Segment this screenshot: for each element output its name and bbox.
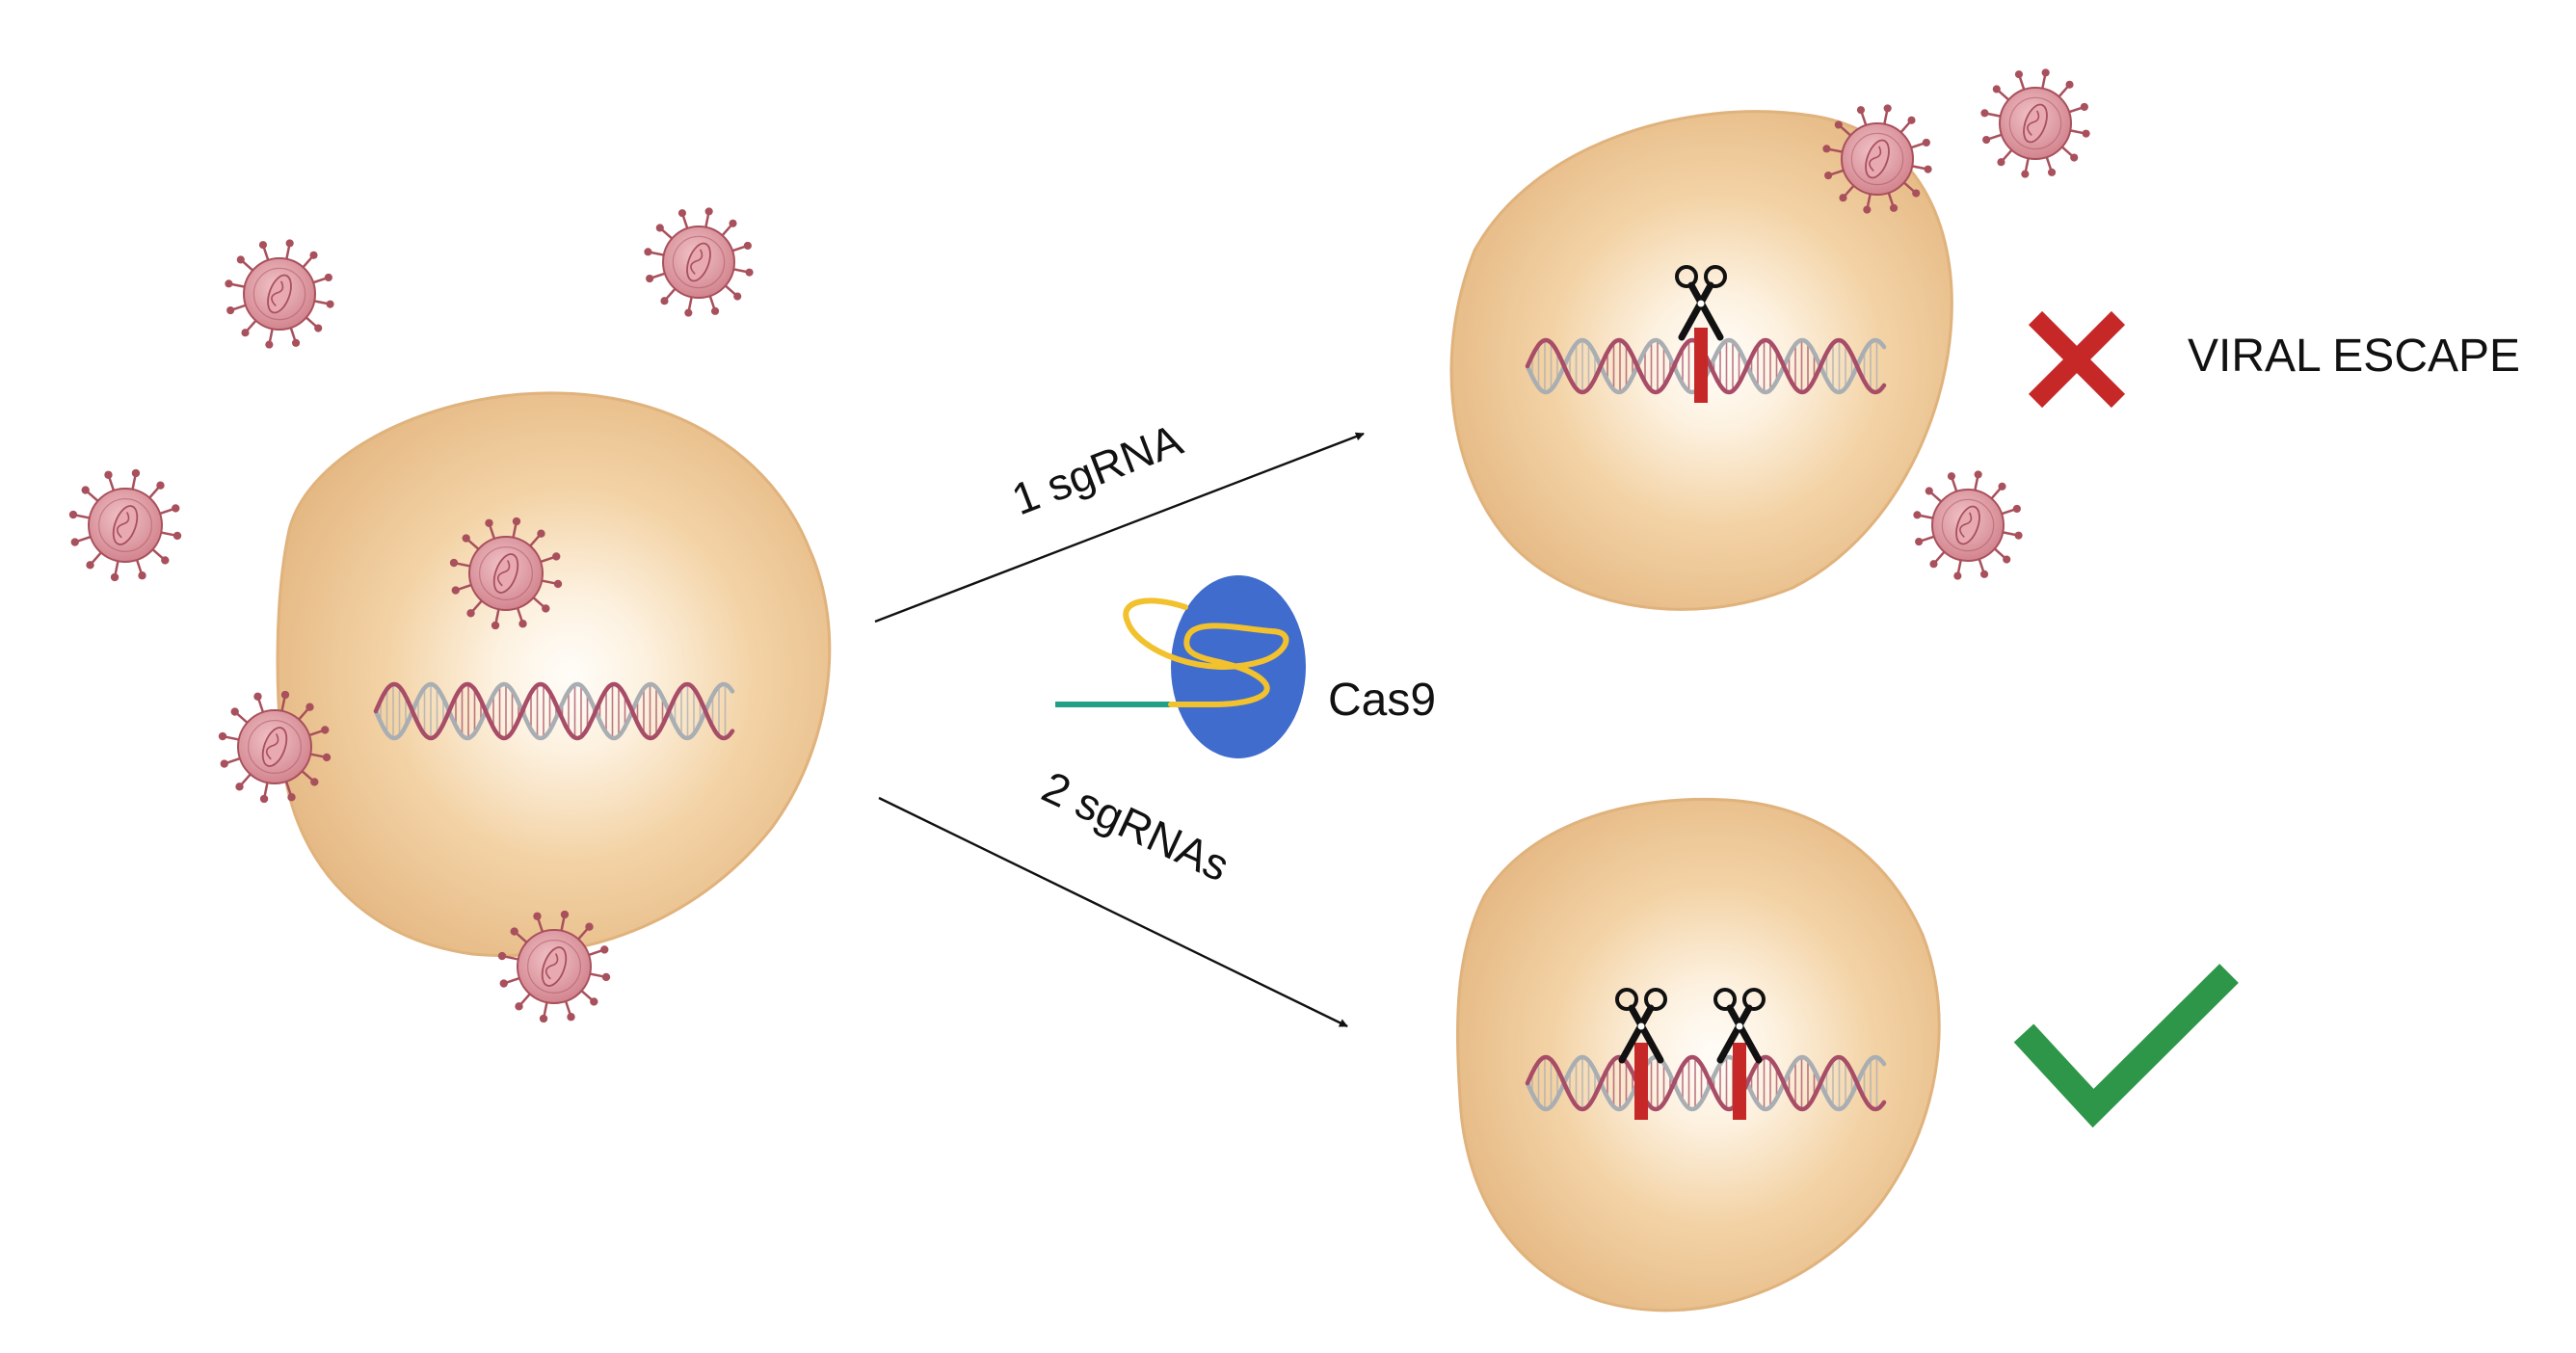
label-one-sgrna: 1 sgRNA	[1005, 414, 1189, 525]
scissors-icon	[1713, 988, 1766, 1064]
virus-icon	[497, 910, 611, 1023]
virus-icon	[218, 690, 332, 804]
virus-icon	[225, 239, 334, 349]
virus-icon	[1822, 104, 1932, 214]
arrows	[874, 432, 1365, 1028]
arrow-one-sgrna	[874, 432, 1365, 623]
scissors-icon	[1675, 265, 1727, 341]
virus-icon	[644, 207, 754, 317]
virus-icon	[1980, 68, 2090, 178]
label-cas9: Cas9	[1328, 675, 1436, 726]
virus-layer	[68, 68, 2090, 1023]
cut-site-mark	[1694, 328, 1708, 403]
label-viral-escape: VIRAL ESCAPE	[2188, 331, 2520, 382]
cut-site-mark	[1733, 1043, 1746, 1120]
cut-site-mark	[1634, 1043, 1648, 1120]
virus-icon	[1913, 470, 2023, 580]
virus-icon	[449, 517, 563, 630]
cell-two-sgrnas	[1456, 797, 1941, 1313]
dna-helix	[373, 681, 735, 741]
cut-layer	[1615, 265, 1766, 1120]
virus-icon	[68, 468, 182, 582]
cas9-complex	[1055, 575, 1306, 758]
dna-layer	[373, 337, 1887, 1112]
dna-helix-cut-twice	[1525, 1054, 1887, 1112]
arrow-two-sgrnas	[878, 796, 1348, 1028]
scissors-icon	[1615, 988, 1667, 1064]
sgrna-scaffold	[1123, 597, 1289, 707]
cross-icon	[2028, 310, 2126, 409]
cells	[276, 110, 1953, 1313]
label-two-sgrnas: 2 sgRNAs	[1035, 761, 1237, 891]
infected-cell	[276, 391, 832, 957]
checkmark-icon	[2013, 964, 2239, 1128]
